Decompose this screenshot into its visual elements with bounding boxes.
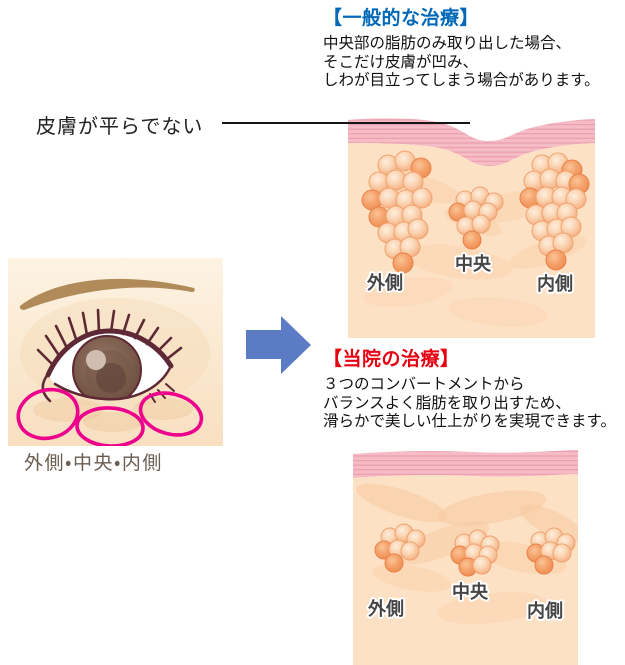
eye-figure xyxy=(8,258,223,446)
general-treatment-line1: 中央部の脂肪のみ取り出した場合、 xyxy=(323,35,572,52)
callout-leader-line xyxy=(222,122,470,124)
uneven-skin-callout-label: 皮膚が平らでない xyxy=(36,116,204,138)
compartment-ellipse-outer xyxy=(16,387,80,441)
fat-cluster-outer xyxy=(374,523,426,573)
eyebrow xyxy=(19,278,195,310)
iris-group xyxy=(72,335,142,400)
clinic-treatment-heading: 【当院の治療】 xyxy=(323,349,460,370)
general-treatment-line2: そこだけ皮膚が凹み、 xyxy=(323,53,479,71)
lower-lid-line xyxy=(53,364,173,401)
general-treatment-line3: しわが目立ってしまう場合があります。 xyxy=(323,72,600,89)
right-arrow-shape xyxy=(246,316,311,374)
fat-cluster-outer xyxy=(361,150,433,274)
upper-lid-line xyxy=(45,328,174,378)
general-treatment-text: 中央部の脂肪のみ取り出した場合、 そこだけ皮膚が凹み、 しわが目立ってしまう場合… xyxy=(323,35,625,91)
arrow-icon xyxy=(246,316,311,374)
clinic-treatment-line1: ３つのコンバートメントから xyxy=(323,376,525,393)
general-treatment-heading: 【一般的な治療】 xyxy=(323,8,480,29)
skin-band-dented xyxy=(348,118,595,166)
fat-cluster-center xyxy=(450,529,500,577)
clinic-treatment-block: 【当院の治療】 ３つのコンバートメントから バランスよく脂肪を取り出すため、 滑… xyxy=(323,348,625,432)
fat-cluster-center xyxy=(448,186,504,250)
general-treatment-block: 【一般的な治療】 中央部の脂肪のみ取り出した場合、 そこだけ皮膚が凹み、 しわが… xyxy=(323,7,625,91)
clinic-treatment-line3: 滑らかで美しい仕上がりを実現できます。 xyxy=(323,413,616,430)
label-center-general: 中央 xyxy=(455,253,492,274)
fat-cluster-inner xyxy=(519,152,590,271)
eye-figure-caption: 外側・中央・内側 xyxy=(24,453,163,474)
skin-band-smooth xyxy=(353,450,578,478)
label-inner-general: 内側 xyxy=(537,273,573,294)
label-center-clinic: 中央 xyxy=(452,581,489,602)
compartment-ellipse-center xyxy=(75,406,145,446)
upper-lashes xyxy=(36,308,183,366)
skin-diagram-general: 外側 中央 内側 xyxy=(348,118,595,338)
clinic-treatment-line2: バランスよく脂肪を取り出すため、 xyxy=(323,394,571,412)
compartment-markers xyxy=(16,387,204,446)
clinic-treatment-text: ３つのコンバートメントから バランスよく脂肪を取り出すため、 滑らかで美しい仕上… xyxy=(323,376,625,432)
label-outer-general: 外側 xyxy=(366,272,403,293)
compartment-ellipse-inner xyxy=(138,391,204,437)
label-outer-clinic: 外側 xyxy=(367,598,404,619)
label-inner-clinic: 内側 xyxy=(527,600,563,621)
skin-diagram-clinic: 外側 中央 内側 xyxy=(353,450,578,665)
fat-cluster-inner xyxy=(526,527,576,575)
